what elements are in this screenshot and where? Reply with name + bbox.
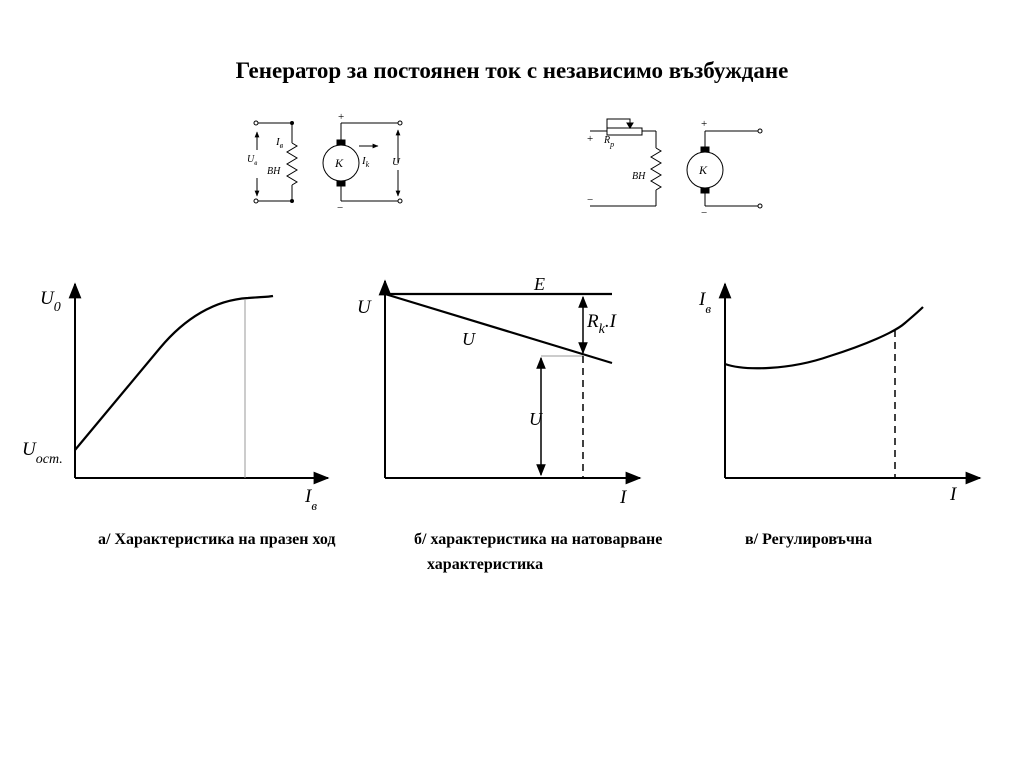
brush-b-top (700, 146, 710, 153)
caption-c-continued: характеристика (427, 556, 544, 573)
field-voltage-label: Uв (247, 154, 257, 167)
winding-label: ВН (632, 171, 646, 182)
plus-sign: + (338, 111, 344, 123)
armature-label: K (698, 163, 708, 177)
node-dot (290, 121, 294, 125)
x-axis-label: Iв (304, 486, 317, 513)
brush-top (336, 139, 346, 146)
graph-c (718, 282, 982, 485)
node-dot (290, 199, 294, 203)
page-title: Генератор за постоянен ток с независимо … (235, 58, 789, 83)
graph-c-labels: Iв I (698, 289, 958, 505)
rheostat-wiper-arrow (626, 122, 634, 129)
field-terminal-bottom (253, 198, 259, 204)
field-b-winding (650, 147, 662, 191)
minus-sign: − (337, 202, 343, 214)
minus-sign: − (587, 194, 593, 206)
voltage-curve-label: U (462, 329, 476, 349)
y-axis-label: U (357, 297, 372, 318)
output-terminal-top (397, 120, 403, 126)
brush-b-bottom (700, 187, 710, 194)
graph-a (68, 282, 330, 485)
output-b-terminal-bottom (757, 203, 763, 209)
field-winding (286, 142, 298, 186)
winding-label: ВН (267, 166, 281, 177)
voltage-arrow-label: U (529, 409, 543, 429)
caption-c: в/ Регулировъчна (745, 531, 873, 548)
circuit-b-labels: + − Rp ВН K + − (587, 118, 708, 219)
circuit-a-labels: + − Iв Uв ВН K Ik U (247, 111, 401, 214)
caption-b: б/ характеристика на натоварване (414, 531, 663, 548)
output-voltage-label: U (392, 156, 401, 168)
no-load-curve (74, 294, 274, 451)
terminal-voltage-line (384, 292, 613, 365)
caption-a: а/ Характеристика на празен ход (98, 531, 336, 548)
output-terminal-bottom (397, 198, 403, 204)
graph-b (378, 279, 642, 485)
residual-voltage-label: Uост. (22, 439, 63, 467)
graph-b-labels: U E U Rk.I U I (357, 274, 628, 508)
y-axis-label: Iв (698, 289, 711, 316)
output-b-terminal-top (757, 128, 763, 134)
circuit-a (253, 120, 403, 204)
field-terminal-top (253, 120, 259, 126)
field-current-label: Iв (275, 136, 284, 150)
brush-bottom (336, 180, 346, 187)
circuit-b (590, 118, 763, 209)
minus-sign: − (701, 207, 707, 219)
plus-sign: + (587, 133, 593, 145)
voltage-drop-label: Rk.I (586, 311, 618, 337)
graph-a-labels: U0 Uост. Iв (22, 288, 317, 513)
rheostat-label: Rp (603, 135, 614, 149)
armature-label: K (334, 156, 344, 170)
regulating-curve (724, 306, 924, 370)
armature-current-label: Ik (361, 155, 370, 169)
rheostat-resistor (606, 127, 643, 136)
y-axis-label: U0 (40, 288, 61, 315)
plus-sign: + (701, 118, 707, 130)
x-axis-label: I (619, 487, 628, 508)
emf-label: E (533, 274, 545, 294)
x-axis-label: I (949, 484, 958, 505)
